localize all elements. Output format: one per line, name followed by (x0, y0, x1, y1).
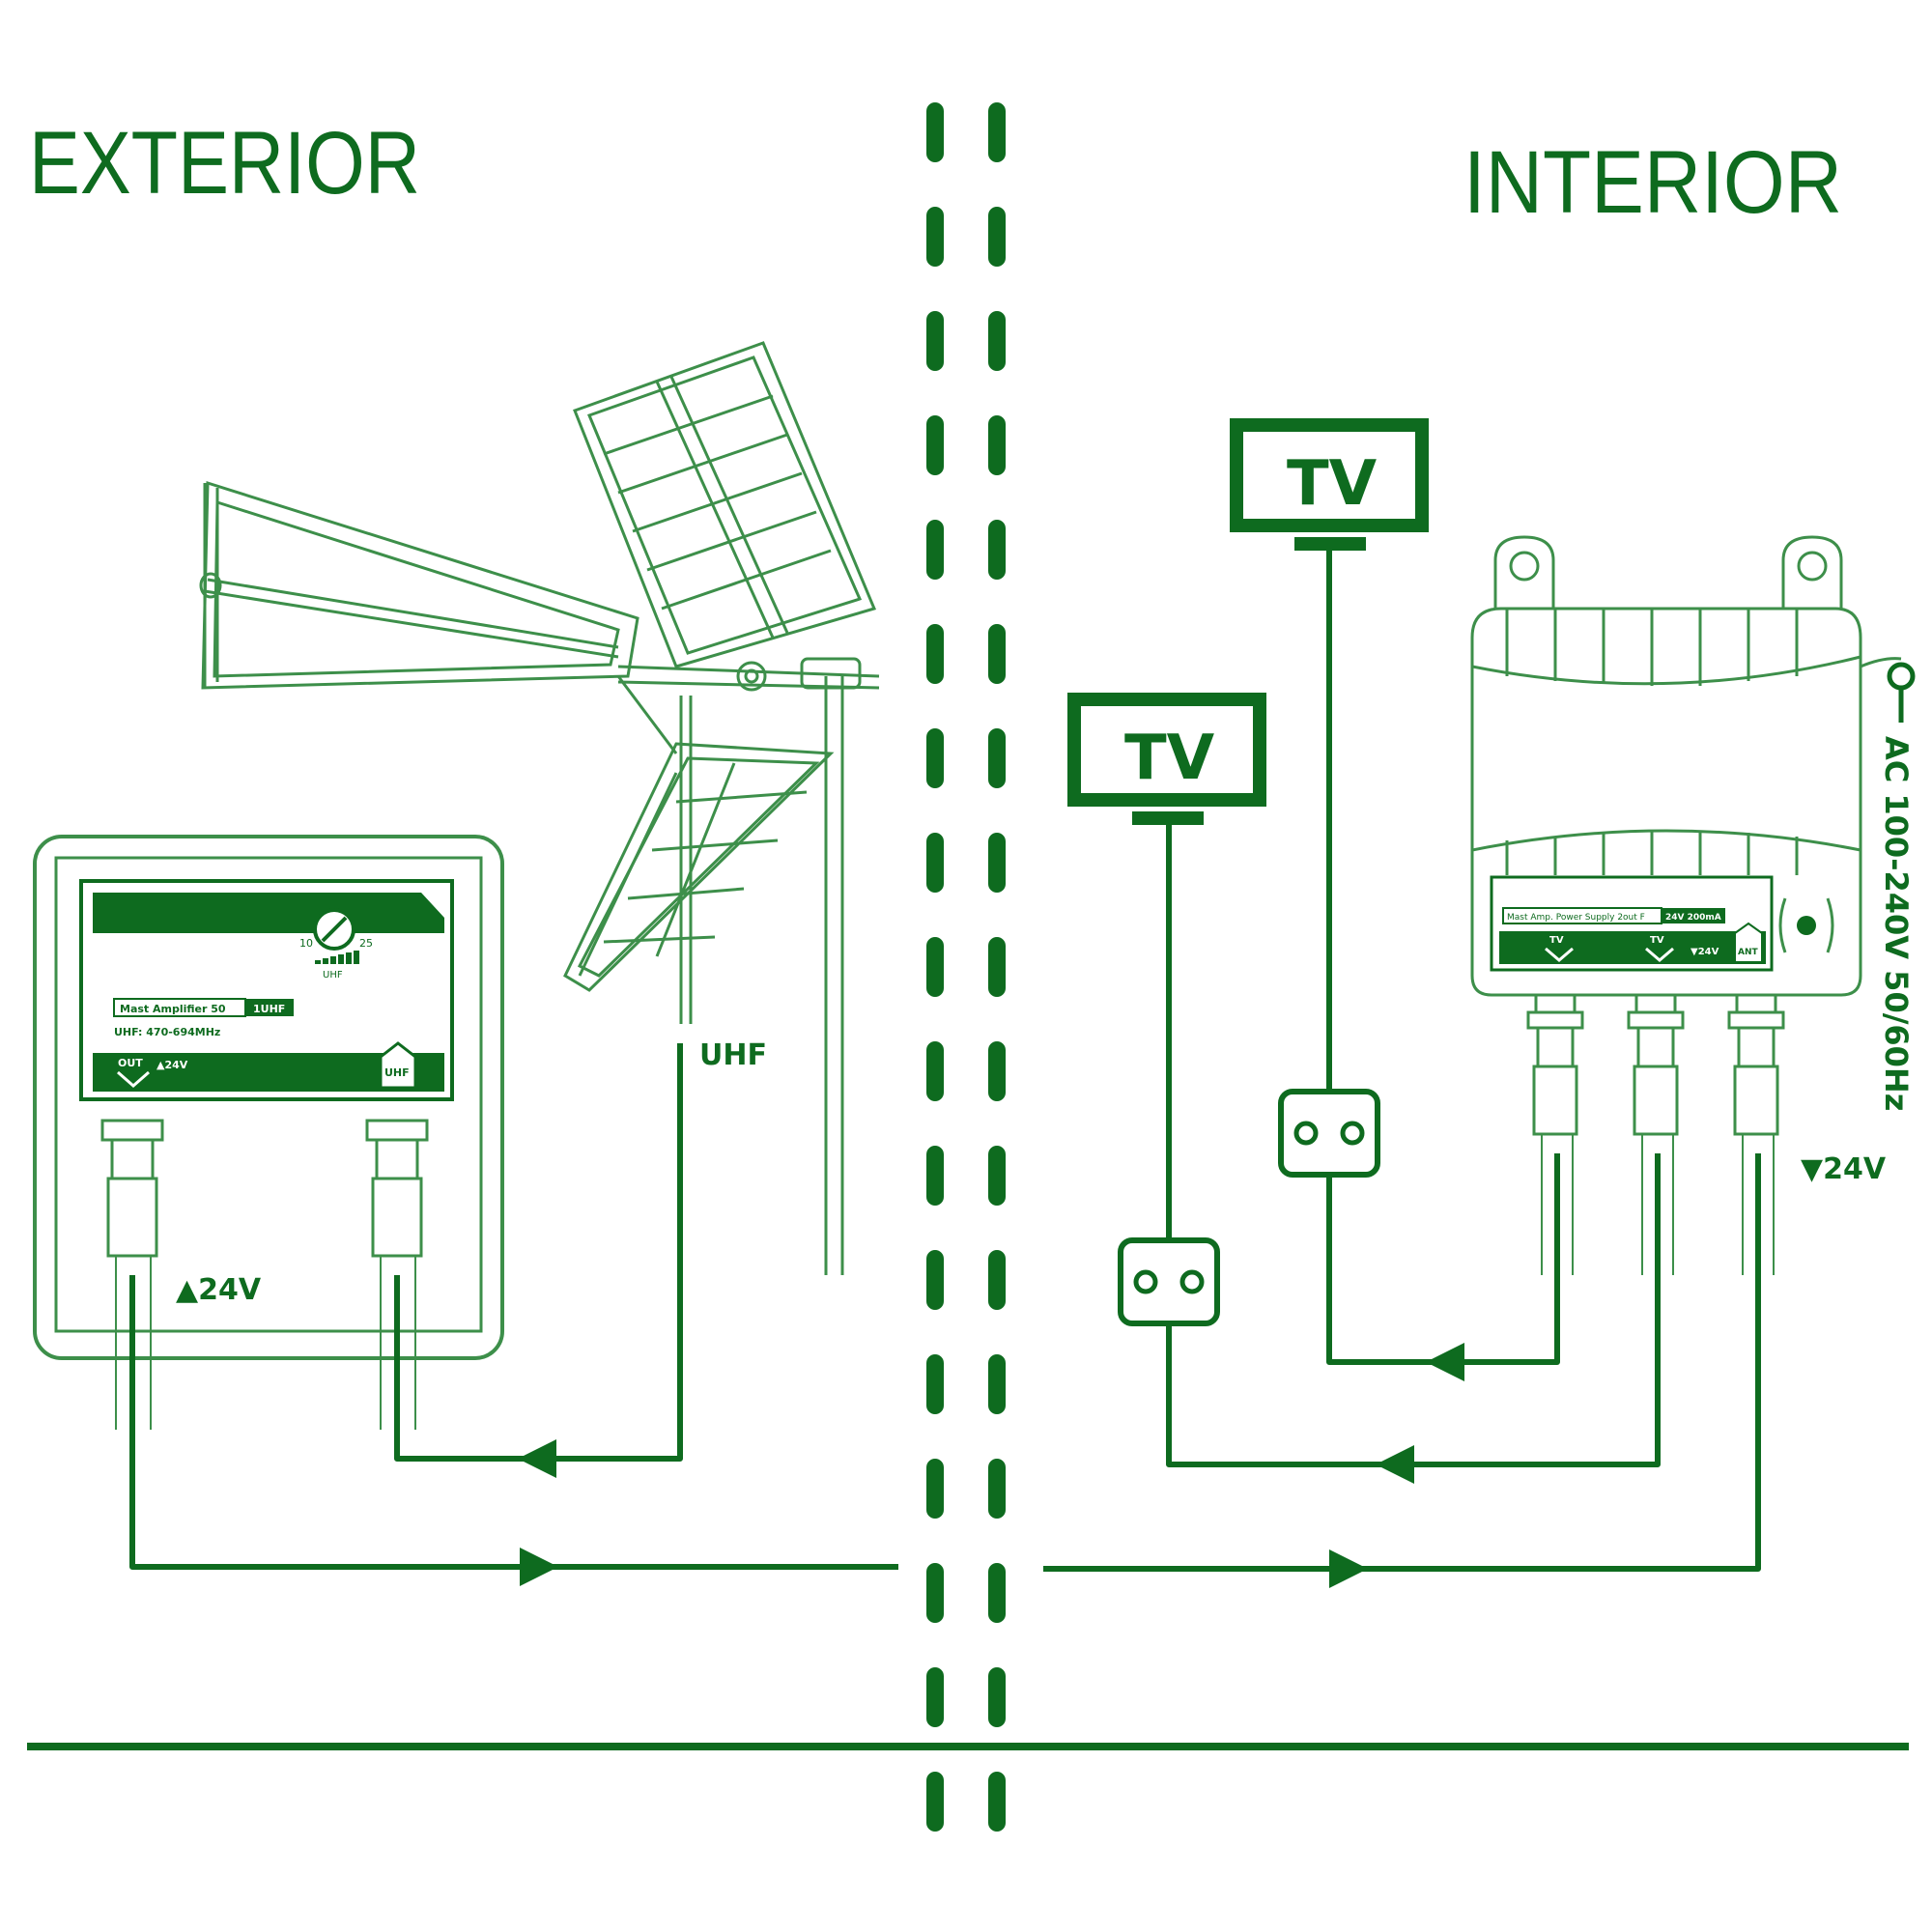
gain-min-label: 10 (299, 937, 313, 950)
tv-1-label: TV (1124, 723, 1215, 794)
out-chevron-icon (117, 1070, 150, 1088)
power-supply-port-band (1499, 931, 1766, 964)
tv-2-label: TV (1287, 448, 1378, 520)
cable-antenna-to-amplifier (394, 1043, 683, 1462)
amplifier-cable-power-label: ▲24V (176, 1273, 262, 1307)
antenna-output-label: UHF (699, 1038, 767, 1072)
cooling-fins (1471, 609, 1861, 875)
power-supply-body (1470, 607, 1862, 997)
wall-divider (926, 102, 1006, 1834)
power-supply-power-port-label: ▼24V (1690, 947, 1719, 957)
tv-port-1-chevron-icon (1545, 947, 1574, 962)
flow-arrows (518, 1343, 1464, 1588)
amplifier-band-badge: 1UHF (253, 1003, 285, 1015)
gain-band-label: UHF (323, 970, 343, 980)
wall-socket-1 (1118, 1237, 1220, 1326)
cable-power-supply-to-tv-1 (1166, 1153, 1661, 1467)
amplifier-housing (33, 835, 504, 1360)
uhf-house-icon (379, 1041, 417, 1090)
amplifier-product-label: Mast Amplifier 50 (120, 1003, 226, 1015)
ant-house-icon (1734, 922, 1763, 963)
uhf-antenna (199, 341, 880, 1275)
power-supply-ant-connector (1727, 993, 1785, 1136)
ac-plug-icon (1887, 662, 1916, 691)
amplifier-out-connector (100, 1119, 164, 1258)
mounting-ears (1493, 535, 1843, 609)
arrow-antenna-to-amplifier (518, 1439, 556, 1478)
cable-power-supply-to-tv-2 (1326, 1153, 1560, 1365)
tv-port-2-chevron-icon (1645, 947, 1674, 962)
exterior-title: EXTERIOR (29, 114, 420, 213)
cable-outlines (115, 1134, 1775, 1430)
power-supply-tv-port-2-label: TV (1650, 935, 1664, 946)
amplifier-top-band (93, 893, 444, 933)
tv-1: TV (1067, 693, 1266, 825)
gain-scale-bars (315, 951, 359, 964)
power-supply-cable-power-label: ▼24V (1801, 1152, 1887, 1186)
arrow-amplifier-output (520, 1548, 558, 1586)
cabling (129, 551, 1761, 1572)
power-supply-ant-port-label: ANT (1738, 948, 1758, 957)
gain-knob[interactable] (313, 908, 355, 951)
gain-max-label: 25 (359, 937, 373, 950)
ac-input-label: AC 100-240V 50/60Hz (1878, 736, 1915, 1111)
amplifier-band-spec: UHF: 470-694MHz (114, 1026, 220, 1038)
wall-socket-2 (1278, 1089, 1380, 1178)
arrow-to-tv-1 (1376, 1445, 1414, 1484)
cable-amplifier-to-wall (129, 1275, 898, 1570)
amplifier-out-label: OUT (118, 1057, 143, 1069)
mast-amplifier: 10 25 UHF Mast Amplifier 50 1UHF UHF: 47… (33, 835, 504, 1360)
arrow-into-power-supply (1329, 1549, 1368, 1588)
power-supply-product-label: Mast Amp. Power Supply 2out F (1507, 913, 1645, 923)
amplifier-in-label: UHF (384, 1066, 410, 1079)
power-supply-tv-port-1-label: TV (1549, 935, 1564, 946)
tv-2: TV (1230, 418, 1429, 551)
cable-wall-to-power-supply (1043, 1153, 1761, 1572)
interior-title: INTERIOR (1463, 133, 1842, 232)
power-supply-tv-connector-2 (1627, 993, 1685, 1136)
amplifier-in-connector (365, 1119, 429, 1258)
arrow-to-tv-2 (1426, 1343, 1464, 1381)
power-led (1797, 916, 1816, 935)
ac-power-cord (1860, 657, 1902, 668)
power-supply: Mast Amp. Power Supply 2out F 24V 200mA … (1470, 535, 1916, 1186)
amplifier-power-indicator: ▲24V (156, 1059, 188, 1071)
power-supply-rating-label: 24V 200mA (1665, 913, 1721, 923)
power-supply-tv-connector-1 (1526, 993, 1584, 1136)
